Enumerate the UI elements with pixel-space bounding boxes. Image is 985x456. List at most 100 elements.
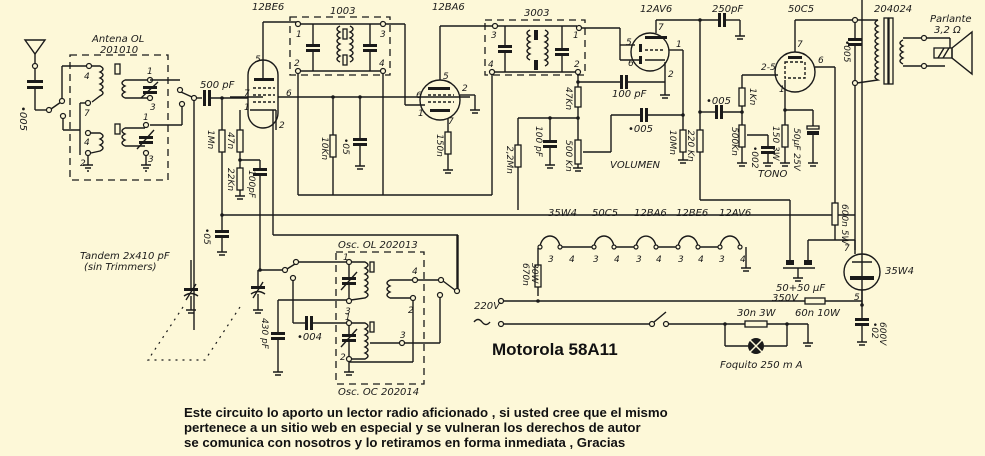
antenna-icon	[23, 39, 48, 111]
osc-oc-label: Osc. OC 202014	[338, 387, 419, 398]
svg-text:50C5: 50C5	[592, 208, 618, 219]
svg-text:3003: 3003	[524, 8, 549, 19]
svg-text:4: 4	[569, 255, 575, 265]
svg-text:100 pF: 100 pF	[612, 89, 647, 100]
svg-text:2: 2	[574, 60, 580, 70]
svg-text:•005: •005	[841, 40, 851, 63]
svg-text:500Kn: 500Kn	[729, 127, 739, 156]
speaker-impedance: 3,2 Ω	[934, 25, 961, 36]
svg-text:47n: 47n	[225, 132, 235, 149]
antenna-coil-code: 201010	[100, 45, 138, 56]
svg-text:600n 5W: 600n 5W	[839, 204, 849, 245]
svg-text:6: 6	[286, 89, 292, 99]
svg-text:7: 7	[84, 109, 90, 119]
svg-text:4: 4	[84, 138, 90, 148]
svg-text:100pF: 100pF	[246, 170, 256, 199]
tube-50c5	[774, 19, 855, 195]
antenna-coil-name: Antena OL	[91, 34, 144, 45]
tube-12av6	[630, 19, 700, 114]
copyright-notice: Este circuito lo aporto un lector radio …	[184, 405, 668, 450]
svg-text:4: 4	[379, 59, 385, 69]
svg-text:12BA6: 12BA6	[634, 208, 667, 219]
svg-text:1: 1	[345, 313, 351, 323]
svg-text:100 pF: 100 pF	[533, 126, 543, 158]
tandem-capacitor-1[interactable]	[183, 260, 199, 314]
tandem-label-1: Tandem 2x410 pF	[80, 251, 170, 262]
svg-text:7: 7	[658, 23, 664, 33]
svg-text:6: 6	[818, 56, 824, 66]
svg-text:12AV6: 12AV6	[719, 208, 751, 219]
svg-text:4: 4	[698, 255, 704, 265]
svg-text:50+50 µF: 50+50 µF	[776, 283, 825, 294]
if-transformer-3003	[484, 19, 586, 76]
svg-text:3: 3	[636, 255, 642, 265]
ac-icon	[473, 318, 491, 326]
svg-text:•004: •004	[297, 332, 322, 343]
svg-text:1Kn: 1Kn	[747, 88, 757, 106]
svg-text:1: 1	[343, 253, 349, 263]
svg-text:3: 3	[719, 255, 725, 265]
tube-12be6-label: 12BE6	[252, 2, 284, 13]
svg-text:35W4: 35W4	[548, 208, 577, 219]
svg-text:250pF: 250pF	[712, 4, 743, 15]
mains-label: 220V	[474, 301, 501, 312]
svg-text:1Mn: 1Mn	[205, 130, 215, 149]
svg-text:670n: 670n	[520, 263, 530, 286]
notice-line: se comunica con nosotros y lo retiramos …	[184, 435, 626, 450]
tandem-capacitor-2[interactable]	[250, 270, 266, 314]
svg-text:1: 1	[779, 85, 785, 95]
tube-35w4-label: 35W4	[885, 266, 914, 277]
svg-text:12BE6: 12BE6	[676, 208, 708, 219]
tube-12be6	[247, 59, 470, 130]
svg-text:•05: •05	[340, 138, 350, 155]
osc-ol-label: Osc. OL 202013	[338, 240, 418, 251]
svg-text:•05: •05	[201, 228, 211, 245]
svg-text:2: 2	[80, 159, 86, 169]
svg-text:1: 1	[147, 67, 153, 77]
svg-text:600V: 600V	[877, 322, 887, 346]
svg-text:7: 7	[797, 40, 803, 50]
svg-text:4: 4	[412, 267, 418, 277]
power-switch[interactable]	[648, 311, 670, 328]
svg-text:5: 5	[626, 38, 632, 48]
svg-text:350V: 350V	[772, 293, 799, 304]
speaker-icon	[933, 30, 973, 76]
svg-text:60n 10W: 60n 10W	[795, 308, 841, 319]
ant-cap-label: •005	[17, 106, 28, 131]
tube-12av6-label: 12AV6	[640, 4, 672, 15]
svg-text:150n: 150n	[434, 134, 444, 157]
svg-text:4: 4	[740, 255, 746, 265]
svg-text:3: 3	[548, 255, 554, 265]
svg-text:430 pF: 430 pF	[259, 318, 269, 350]
svg-text:220 Kn: 220 Kn	[685, 130, 695, 162]
svg-text:5: 5	[854, 293, 860, 303]
oscillator-coil-box	[335, 251, 425, 385]
tube-50c5-label: 50C5	[788, 4, 814, 15]
tube-12ba6-label: 12BA6	[432, 2, 465, 13]
svg-text:6: 6	[416, 91, 422, 101]
svg-text:1: 1	[296, 30, 302, 40]
svg-text:3: 3	[678, 255, 684, 265]
svg-text:2: 2	[294, 59, 300, 69]
svg-text:1: 1	[573, 31, 579, 41]
svg-text:7: 7	[448, 117, 454, 127]
svg-text:4: 4	[488, 60, 494, 70]
svg-text:3: 3	[380, 30, 386, 40]
svg-text:204024: 204024	[874, 4, 912, 15]
svg-text:1: 1	[418, 109, 424, 119]
svg-text:22Kn: 22Kn	[225, 168, 235, 191]
svg-text:1003: 1003	[330, 6, 355, 17]
notice-line: pertenece a un sitio web en especial y s…	[184, 420, 641, 435]
tube-12ba6	[419, 25, 495, 121]
svg-text:2: 2	[340, 353, 346, 363]
svg-text:3: 3	[345, 307, 351, 317]
svg-text:•02: •02	[869, 322, 879, 339]
antenna-coil-box	[69, 54, 169, 181]
svg-text:5: 5	[443, 72, 449, 82]
svg-text:3: 3	[400, 331, 406, 341]
svg-text:10Mn: 10Mn	[667, 130, 677, 155]
coupling-cap-label: 500 pF	[200, 80, 235, 91]
svg-text:2: 2	[408, 306, 414, 316]
svg-text:4: 4	[614, 255, 620, 265]
svg-text:1: 1	[143, 113, 149, 123]
